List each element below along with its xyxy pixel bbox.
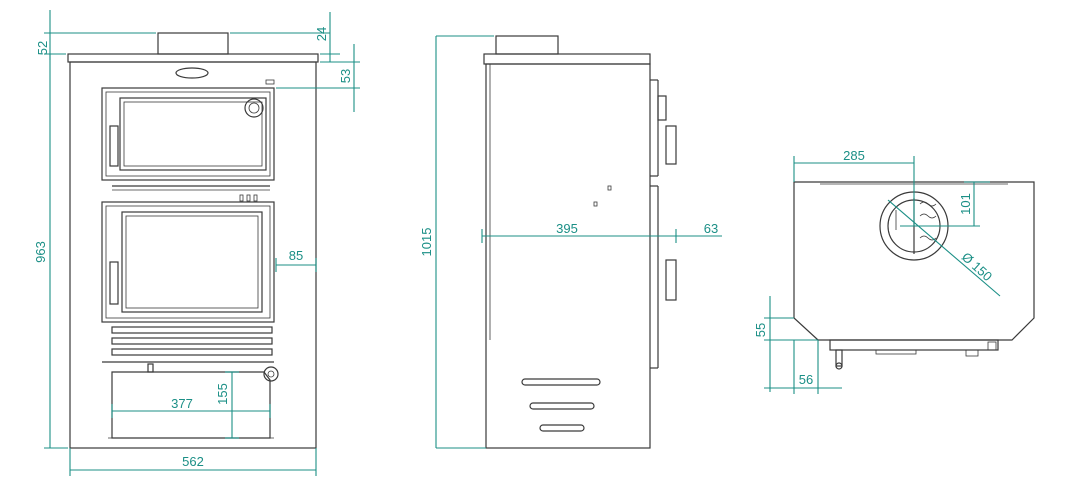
side-oven-hinge — [657, 95, 667, 121]
dim-side-total-height: 1015 — [419, 228, 434, 257]
top-front-rail — [829, 339, 999, 351]
front-flue-pipe — [157, 32, 229, 55]
front-dimension-lines — [44, 10, 360, 476]
side-flue-pipe — [495, 35, 559, 55]
front-firebox-door — [101, 185, 275, 323]
front-body — [69, 61, 317, 449]
side-vent-slot — [529, 402, 595, 410]
oven-door-handle — [109, 125, 119, 167]
top-knob-stem — [835, 349, 843, 367]
dim-flue-diameter: Ø 150 — [959, 249, 995, 284]
firebox-door-handle — [109, 261, 119, 305]
front-ash-grille — [102, 326, 274, 363]
side-view: 1015 395 63 — [419, 35, 722, 449]
dim-side-margin: 85 — [289, 248, 303, 263]
side-body — [485, 63, 651, 449]
front-small-indicator — [265, 79, 275, 85]
side-vent-slot — [539, 424, 585, 432]
dim-drawer-height: 155 — [215, 383, 230, 405]
side-top-plate — [483, 53, 651, 65]
air-control-knob — [263, 366, 279, 382]
front-oven-door — [101, 87, 275, 181]
dim-door-top: 53 — [338, 69, 353, 83]
dim-top-offset: 52 — [35, 41, 50, 55]
dim-handle-depth: 63 — [704, 221, 718, 236]
top-dimension-lines — [764, 156, 1001, 394]
side-oven-handle — [665, 125, 677, 165]
dim-drawer-width: 377 — [171, 396, 193, 411]
top-view: 285 101 Ø 150 55 56 — [753, 148, 1035, 394]
dim-corner-height: 55 — [753, 323, 768, 337]
dim-front-total-height: 963 — [33, 241, 48, 263]
thermometer-dial — [244, 98, 264, 118]
top-knob — [835, 362, 843, 370]
front-top-plate — [67, 53, 319, 63]
dim-flue-center-x: 285 — [843, 148, 865, 163]
front-view: 52 963 24 53 85 377 155 562 — [33, 10, 360, 476]
dim-corner-width: 56 — [799, 372, 813, 387]
dim-flue-center-y: 101 — [958, 193, 973, 215]
side-dimension-lines — [435, 35, 722, 449]
dim-side-depth: 395 — [556, 221, 578, 236]
dim-front-total-width: 562 — [182, 454, 204, 469]
front-logo-badge — [175, 67, 209, 79]
dim-flue-offset: 24 — [314, 27, 329, 41]
front-wood-drawer — [108, 363, 279, 439]
side-vent-slot — [521, 378, 601, 386]
side-firebox-handle — [665, 259, 677, 301]
